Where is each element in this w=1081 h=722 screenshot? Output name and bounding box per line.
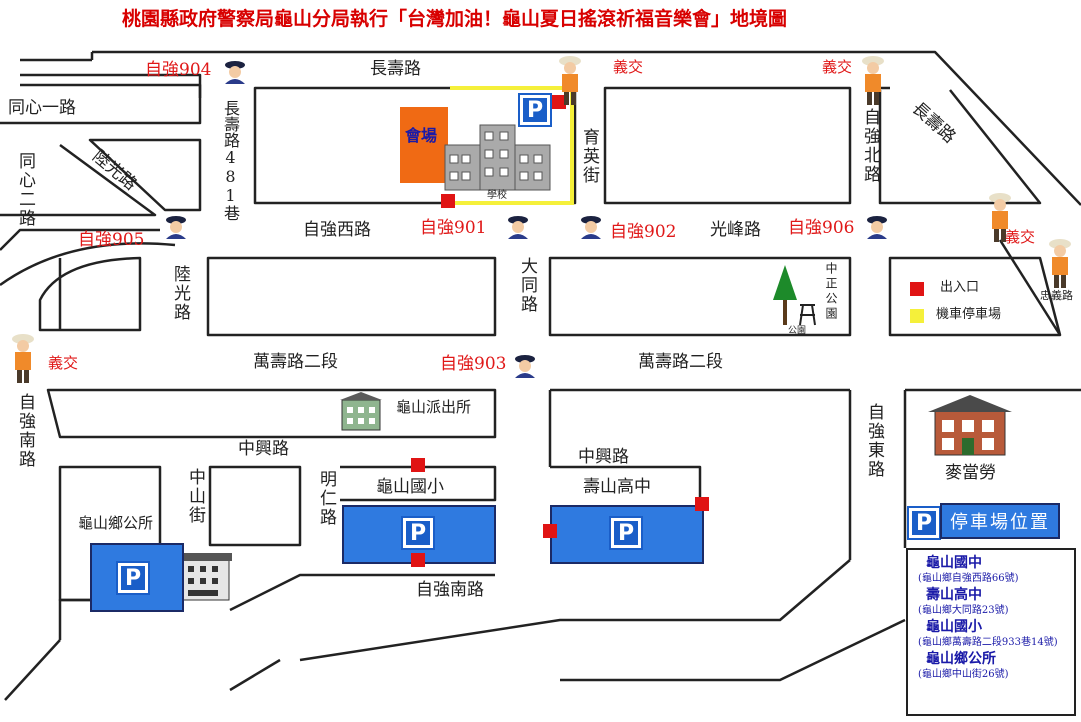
street-label: 自強南路	[416, 580, 484, 600]
entrance-marker	[441, 194, 455, 208]
parking-list-name: 龜山國中	[926, 555, 982, 571]
traffic-volunteer-label: 義交	[613, 58, 644, 76]
police-post-label: 自強905	[78, 230, 145, 250]
school-label: 學校	[487, 190, 507, 201]
street-label: 忠義路	[1040, 289, 1073, 302]
police-post-label: 自強902	[610, 222, 677, 242]
traffic-volunteer-label: 義交	[822, 58, 853, 76]
street-label: 萬壽路二段	[638, 352, 723, 372]
legend-entrance-label: 出入口	[940, 280, 980, 295]
police-officer-icon	[867, 216, 887, 239]
page-title: 桃園縣政府警察局龜山分局執行「台灣加油！龜山夏日搖滾祈福音樂會」地境圖	[122, 8, 788, 30]
street-label: 光峰路	[710, 220, 761, 240]
entrance-marker	[695, 497, 709, 511]
traffic-volunteer-label: 義交	[1005, 228, 1036, 246]
mcdonalds-label: 麥當勞	[945, 463, 996, 483]
traffic-volunteer-icon	[1049, 239, 1071, 288]
parking-p-icon: P	[907, 506, 941, 540]
police-station-icon	[340, 392, 382, 431]
school-name-label: 龜山國小	[376, 477, 444, 497]
police-officer-icon	[515, 355, 535, 378]
parking-list-address: (龜山鄉中山街26號)	[918, 669, 1009, 680]
parking-list-panel: 龜山國中 (龜山鄉自強西路66號) 壽山高中 (龜山鄉大同路23號) 龜山國小 …	[906, 548, 1076, 716]
park-label: 中正公園	[824, 262, 838, 322]
parking-list-address: (龜山鄉萬壽路二段933巷14號)	[918, 637, 1058, 648]
street-label: 大同路	[517, 257, 537, 314]
legend-scooter-label: 機車停車場	[936, 307, 1002, 322]
school-building-icon	[444, 124, 551, 191]
road-edge-top	[92, 50, 1081, 206]
police-post-label: 自強906	[788, 218, 855, 238]
traffic-volunteer-icon	[989, 193, 1011, 242]
police-post-label: 自強903	[440, 354, 507, 374]
street-label: 自強南路	[15, 393, 35, 469]
mcdonalds-building-icon	[928, 395, 1012, 456]
parking-list-name: 龜山鄉公所	[926, 651, 996, 667]
township-office-icon	[180, 553, 232, 601]
police-post-label: 自強901	[420, 218, 487, 238]
traffic-volunteer-label: 義交	[48, 354, 79, 372]
police-officer-icon	[225, 61, 245, 84]
parking-p-icon: P	[518, 93, 552, 127]
park-tree-icon	[773, 265, 816, 326]
police-officer-icon	[166, 216, 186, 239]
police-post-label: 自強904	[145, 60, 212, 80]
parking-p-icon: P	[116, 561, 150, 595]
entrance-marker	[411, 458, 425, 472]
street-label: 中山街	[185, 468, 205, 525]
street-label: 自強西路	[303, 220, 371, 240]
street-label: 自強北路	[860, 108, 880, 184]
parking-list-address: (龜山鄉大同路23號)	[918, 605, 1009, 616]
traffic-volunteer-icon	[12, 334, 34, 383]
parking-p-icon: P	[401, 516, 435, 550]
street-label: 明仁路	[316, 470, 336, 527]
school-name-label: 壽山高中	[583, 477, 651, 497]
parking-list-name: 壽山高中	[926, 587, 982, 603]
street-label: 中興路	[238, 439, 289, 459]
street-label: 育英街	[579, 128, 599, 185]
street-label: 同心一路	[8, 98, 76, 118]
parking-list-name: 龜山國小	[926, 619, 982, 635]
parking-p-icon: P	[609, 516, 643, 550]
entrance-marker	[411, 553, 425, 567]
street-label: 陸光路	[170, 265, 190, 322]
legend-scooter-swatch	[910, 309, 924, 323]
venue-label: 會場	[405, 126, 438, 145]
park-small-label: 公園	[788, 326, 807, 336]
township-office-label: 龜山鄉公所	[78, 514, 154, 532]
entrance-marker	[552, 95, 566, 109]
venue-block	[400, 107, 448, 183]
police-station-label: 龜山派出所	[396, 398, 472, 416]
police-officer-icon	[508, 216, 528, 239]
traffic-volunteer-icon	[559, 56, 581, 105]
scooter-parking-outline	[450, 86, 574, 205]
entrance-marker	[543, 524, 557, 538]
street-label: 長壽路481巷	[221, 100, 240, 221]
street-label: 自強東路	[864, 403, 884, 479]
street-label: 同心二路	[15, 152, 35, 228]
street-label: 萬壽路二段	[253, 352, 338, 372]
police-officer-icon	[581, 216, 601, 239]
street-label: 中興路	[578, 447, 629, 467]
legend-entrance-swatch	[910, 282, 924, 296]
traffic-volunteer-icon	[862, 56, 884, 105]
parking-title-box: 停車場位置	[940, 503, 1060, 539]
street-label: 長壽路	[370, 59, 421, 79]
parking-list-address: (龜山鄉自強西路66號)	[918, 573, 1019, 584]
